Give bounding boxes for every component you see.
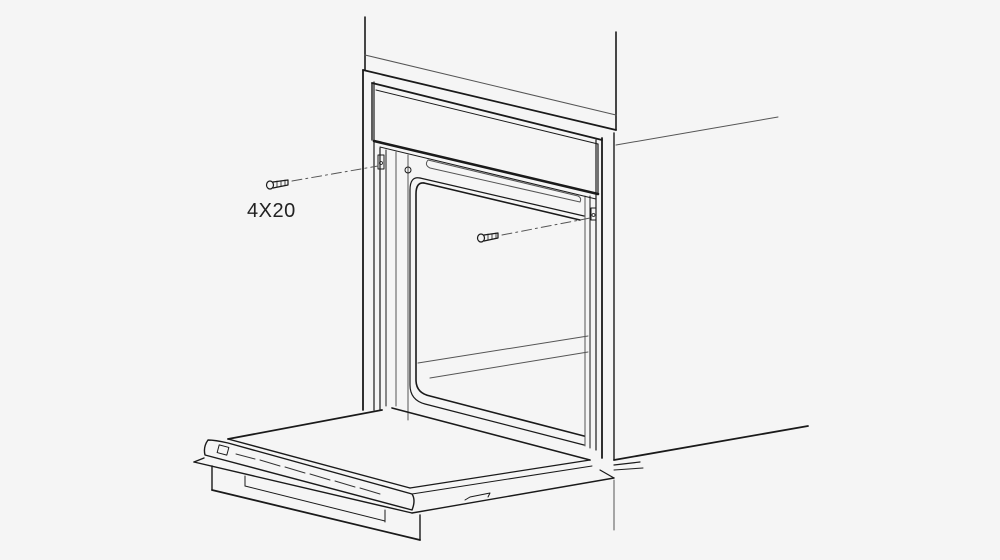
- cabinet-right-side: [613, 116, 809, 531]
- oven-front-frame: [362, 69, 603, 459]
- open-oven-door: [193, 407, 615, 541]
- cabinet-upper-wall: [362, 16, 617, 131]
- oven-cavity: [404, 159, 589, 446]
- screw-left: [265, 165, 379, 190]
- oven-control-panel: [371, 82, 603, 200]
- screw-size-label: 4X20: [247, 200, 296, 222]
- screw-right: [476, 217, 591, 243]
